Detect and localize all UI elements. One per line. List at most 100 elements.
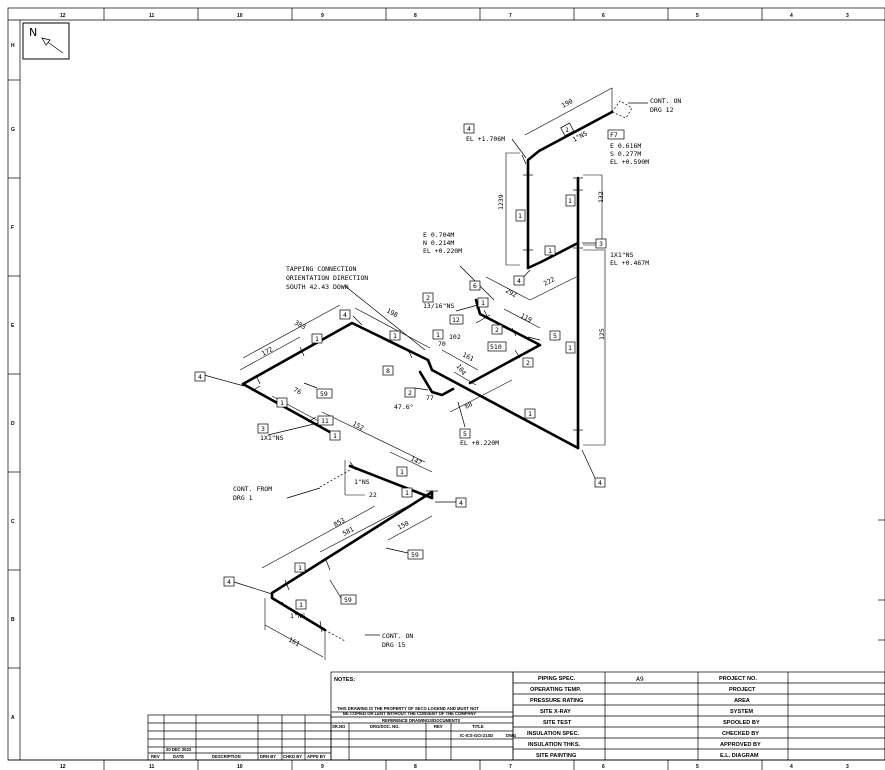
dim-value: 125 <box>598 328 606 340</box>
callout-box: 8 <box>382 365 394 376</box>
svg-text:1: 1 <box>568 197 572 205</box>
svg-text:1: 1 <box>565 126 569 134</box>
callout-box: 4 <box>594 477 606 488</box>
elevation-label: EL +1.706M <box>466 135 505 143</box>
svg-text:3: 3 <box>846 764 849 770</box>
north-arrow: N <box>22 22 70 60</box>
svg-text:4: 4 <box>467 125 471 133</box>
svg-text:4: 4 <box>517 277 521 285</box>
spec-label: PRESSURE RATING <box>530 698 583 704</box>
dim-value: 172 <box>260 345 274 358</box>
fitting-marks <box>251 154 583 633</box>
cont-on-12-line1: CONT. ON <box>650 97 681 105</box>
callout-box: F7 <box>607 129 625 140</box>
svg-text:1: 1 <box>333 432 337 440</box>
svg-text:CHKD BY: CHKD BY <box>283 754 302 759</box>
revision-date: 20 DEC 2023 <box>166 747 192 752</box>
svg-text:5: 5 <box>463 430 467 438</box>
svg-text:DRN BY: DRN BY <box>260 754 276 759</box>
coord-north: N 0.214M <box>423 239 454 247</box>
project-label: SPOOLED BY <box>723 720 760 726</box>
svg-text:8: 8 <box>414 13 417 19</box>
project-label: APPROVED BY <box>720 742 761 748</box>
spec-label: INSULATION SPEC. <box>527 731 580 737</box>
svg-text:6: 6 <box>602 13 605 19</box>
dim-value: 161 <box>287 636 301 649</box>
dim-value: 1239 <box>497 194 505 210</box>
spec-label: SITE X-RAY <box>540 709 571 715</box>
svg-text:4: 4 <box>459 499 463 507</box>
cont-from-line2: DRG 1 <box>233 494 253 502</box>
callout-box: 4 <box>223 576 235 587</box>
zone-labels: 12 11 10 9 8 7 6 5 4 3 12 11 10 9 8 7 6 … <box>11 13 849 770</box>
svg-text:9: 9 <box>321 764 324 770</box>
pipe-size-label: 1X1"NS <box>610 251 634 259</box>
spec-label: INSULATION THKS. <box>528 742 581 748</box>
svg-text:59: 59 <box>320 390 328 398</box>
revision-table <box>147 714 332 761</box>
svg-text:H: H <box>11 43 15 49</box>
spec-label: PIPING SPEC. <box>538 676 576 682</box>
svg-text:5: 5 <box>696 13 699 19</box>
svg-text:APPD BY: APPD BY <box>307 754 326 759</box>
callout-box: 4 <box>455 497 467 508</box>
svg-text:1: 1 <box>528 410 532 418</box>
svg-text:F: F <box>11 225 14 231</box>
callout-box: 59 <box>340 594 357 605</box>
callout-box: 2 <box>422 292 434 303</box>
svg-text:E: E <box>11 323 15 329</box>
tap-note-line3: SOUTH 42.43 DOWN <box>286 283 349 291</box>
project-label: PROJECT NO. <box>719 676 757 682</box>
dim-value: 292 <box>504 287 518 300</box>
callout-box: 5 <box>549 330 561 341</box>
svg-text:59: 59 <box>411 551 419 559</box>
svg-text:SR.NO: SR.NO <box>332 724 346 729</box>
svg-text:5: 5 <box>696 764 699 770</box>
dim-value: 190 <box>560 97 574 110</box>
property-note-2: BE COPIED OR LENT WITHOUT THE CONSENT OF… <box>343 711 476 716</box>
svg-text:2: 2 <box>495 326 499 334</box>
svg-text:DWG: DWG <box>506 733 516 738</box>
dim-value: 77 <box>426 394 434 402</box>
svg-text:1: 1 <box>518 212 522 220</box>
elevation-label: EL +0.467M <box>610 259 649 267</box>
callout-box: 2 <box>404 387 416 398</box>
segment-numbers: 1 1 1 1 1 1 1 1 1 1 1 1 1 1 1 1 <box>276 122 576 610</box>
spec-label: SITE PAINTING <box>536 753 576 759</box>
dim-value: 22 <box>369 491 377 499</box>
svg-text:10: 10 <box>237 764 243 770</box>
callout-box: 12 <box>449 314 464 325</box>
callout-box: 59 <box>407 549 424 560</box>
tap-note-line2: ORIENTATION DIRECTION <box>286 274 368 282</box>
callout-box: 4 <box>194 371 206 382</box>
coord-east: E 0.704M <box>423 231 454 239</box>
svg-text:C: C <box>11 519 15 525</box>
svg-text:4: 4 <box>598 479 602 487</box>
dim-value: 102 <box>449 333 461 341</box>
svg-text:1: 1 <box>298 564 302 572</box>
callout-box: 11 <box>317 415 334 426</box>
pipe-size-label: 13/16"NS <box>423 302 454 310</box>
svg-text:4: 4 <box>343 311 347 319</box>
property-note-1: THIS DRAWING IS THE PROPERTY OF SECO LOG… <box>337 706 479 711</box>
dimension-lines <box>239 87 613 660</box>
reference-header: REFERENCE DRAWINGS/DOCUMENTS <box>382 718 460 723</box>
svg-text:3: 3 <box>599 240 603 248</box>
dim-value: 581 <box>341 525 355 538</box>
svg-text:6: 6 <box>473 282 477 290</box>
angle-label: 47.6° <box>394 403 414 411</box>
svg-text:DESCRIPTION: DESCRIPTION <box>212 754 241 759</box>
svg-text:11: 11 <box>149 13 155 19</box>
cont-on-15-line1: CONT. ON <box>382 632 413 640</box>
dim-value: 222 <box>542 275 556 288</box>
dim-value: 147 <box>409 455 423 468</box>
callouts: 4 F7 3 4 6 2 12 2 510 5 2 4 8 2 5 4 59 1… <box>194 123 625 605</box>
svg-text:B: B <box>11 617 15 623</box>
svg-text:8: 8 <box>386 367 390 375</box>
cont-from-line1: CONT. FROM <box>233 485 272 493</box>
piping-spec-value: A9 <box>636 675 644 683</box>
svg-text:1: 1 <box>481 299 485 307</box>
svg-text:2: 2 <box>408 389 412 397</box>
callout-box: 510 <box>487 341 507 352</box>
